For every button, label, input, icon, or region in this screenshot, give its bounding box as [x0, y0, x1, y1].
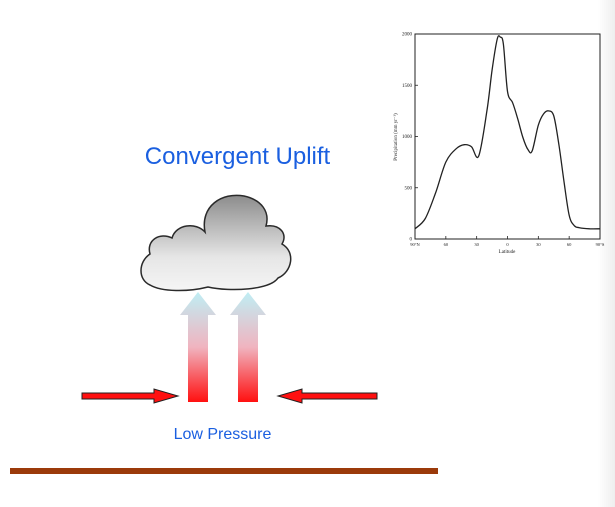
uplift-arrow-left [180, 292, 216, 402]
x-tick-label: 60 [567, 242, 572, 247]
x-tick-label: 0 [506, 242, 509, 247]
x-tick-label: 90°S [596, 242, 605, 247]
converging-arrow-right [276, 388, 378, 404]
chart-frame [414, 33, 601, 240]
y-tick-label: 500 [405, 186, 413, 191]
x-tick-label: 30 [474, 242, 479, 247]
x-tick-label: 60 [444, 242, 449, 247]
chart-ylabel: Precipitation (mm yr⁻¹) [393, 113, 399, 161]
y-tick-label: 0 [410, 238, 413, 243]
y-tick-label: 1000 [402, 135, 413, 140]
diagram-title: Convergent Uplift [144, 143, 331, 170]
x-tick-label: 30 [536, 242, 541, 247]
cloud-icon [140, 194, 292, 292]
converging-arrow-left [81, 388, 180, 404]
x-ticks: 90°N 60 30 0 30 60 90°S [410, 236, 605, 247]
y-ticks: 0 500 1000 1500 2000 [402, 33, 418, 243]
slide-edge-shadow [598, 0, 615, 507]
uplift-arrow-right [230, 292, 266, 402]
chart-xlabel: Latitude [499, 250, 516, 255]
y-tick-label: 2000 [402, 33, 413, 38]
precipitation-line [414, 35, 601, 230]
ground-line [10, 468, 438, 474]
low-pressure-label: Low Pressure [173, 426, 272, 443]
x-tick-label: 90°N [410, 242, 420, 247]
y-tick-label: 1500 [402, 84, 413, 89]
